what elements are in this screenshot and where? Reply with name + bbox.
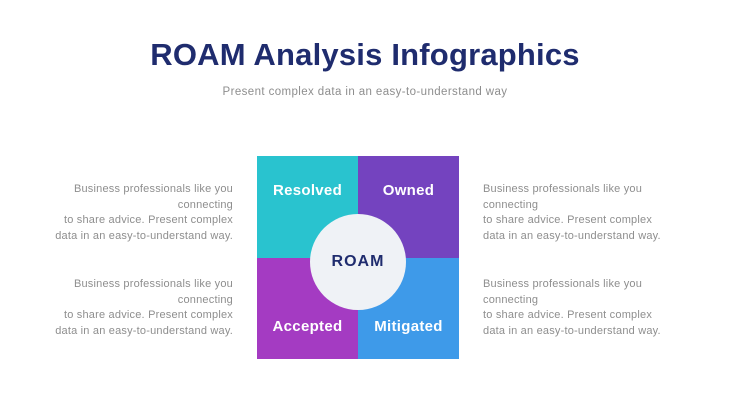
quadrant-bottom-left: Accepted	[257, 257, 358, 359]
description-right-bottom: Business professionals like you connecti…	[483, 278, 661, 337]
roam-center-circle: ROAM	[310, 213, 406, 310]
quadrant-top-left: Resolved	[257, 156, 358, 258]
page-title: ROAM Analysis Infographics	[150, 37, 580, 72]
quadrant-label-mitigated: Mitigated	[374, 318, 443, 335]
page-subtitle: Present complex data in an easy-to-under…	[222, 86, 508, 98]
description-left-top: Business professionals like you connecti…	[55, 183, 233, 242]
quadrant-bottom-right: Mitigated	[358, 257, 459, 359]
quadrant-label-accepted: Accepted	[272, 318, 343, 335]
roam-center-label: ROAM	[331, 252, 385, 270]
quadrant-label-owned: Owned	[382, 182, 435, 199]
roam-matrix: Resolved Owned Accepted Mitigated ROAM	[257, 156, 459, 359]
description-left-bottom: Business professionals like you connecti…	[55, 278, 233, 337]
description-right-top: Business professionals like you connecti…	[483, 183, 661, 242]
quadrant-label-resolved: Resolved	[272, 182, 343, 199]
